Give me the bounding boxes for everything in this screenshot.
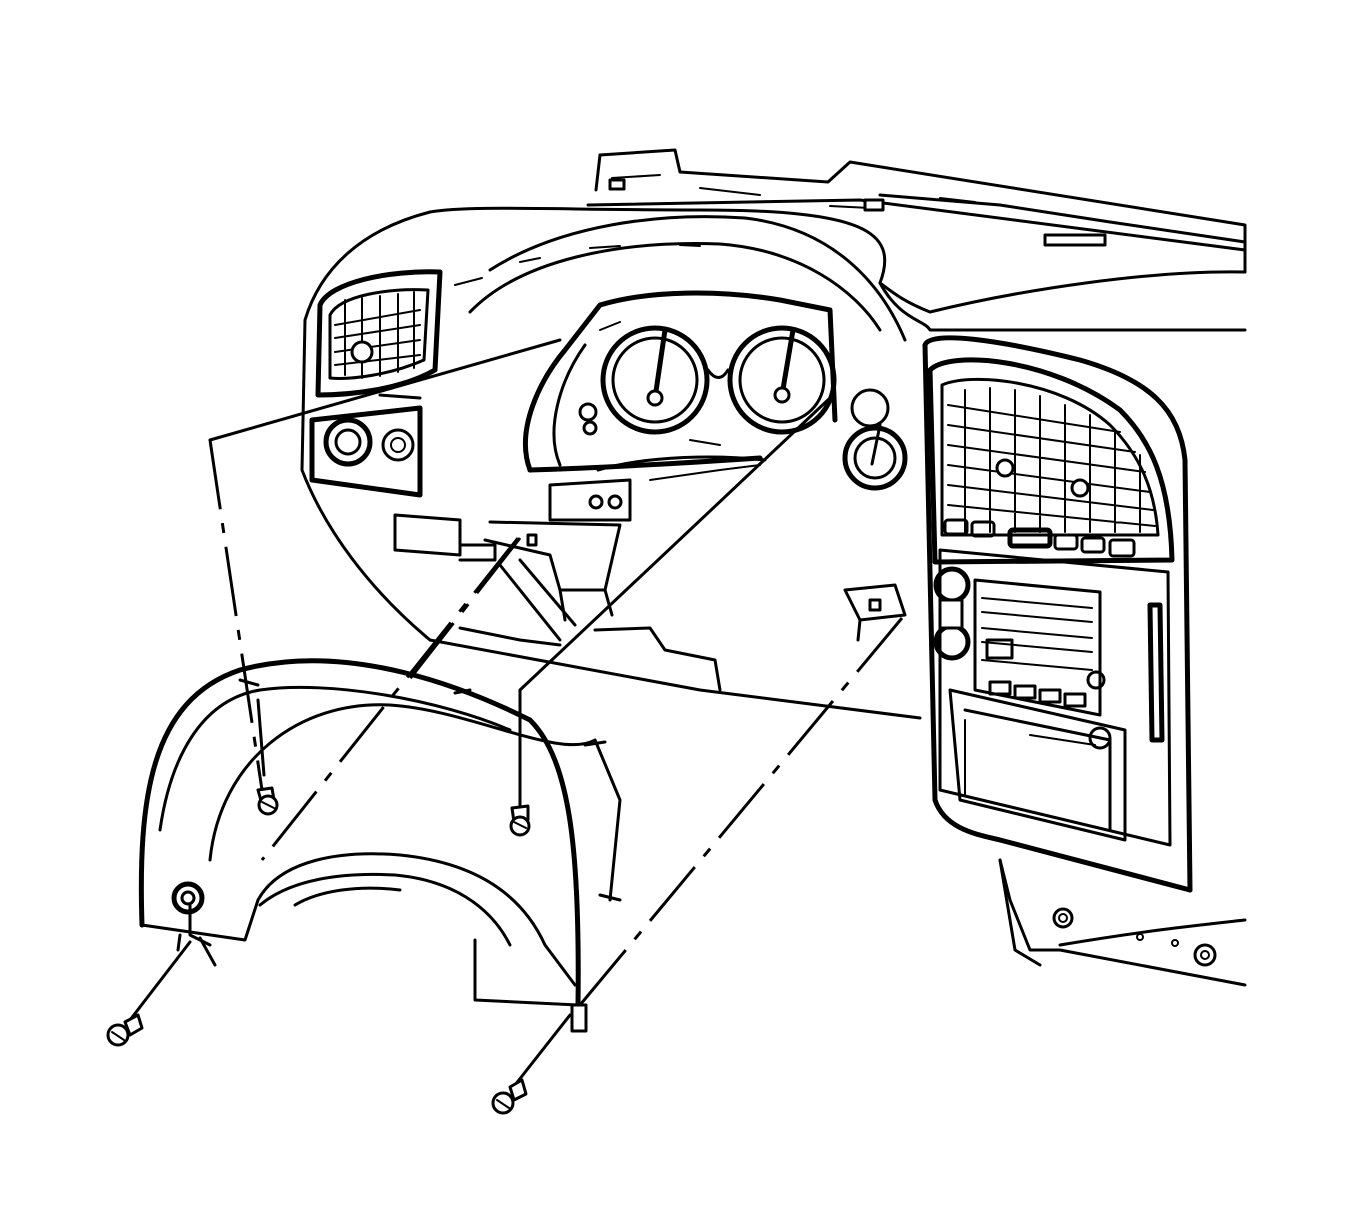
hvac-button-row <box>943 518 1136 558</box>
instrument-panel <box>300 148 1247 987</box>
left-air-vent <box>315 269 443 398</box>
instrument-cluster <box>523 290 908 491</box>
screw-upper-left <box>256 698 279 816</box>
lower-dash-structure <box>393 464 761 692</box>
center-air-vent <box>927 357 1175 565</box>
instrument-cluster-trim-bezel <box>138 658 622 1033</box>
dash-outline <box>300 206 1247 720</box>
panel-top-frame <box>586 148 1247 274</box>
screw-lower-left <box>106 940 192 1047</box>
screw-upper-middle <box>509 728 531 837</box>
radio-and-controls <box>922 335 1193 893</box>
right-mounting-bracket <box>843 583 1247 987</box>
left-switch-pod <box>309 393 423 498</box>
screw-lower-right <box>491 1013 572 1115</box>
